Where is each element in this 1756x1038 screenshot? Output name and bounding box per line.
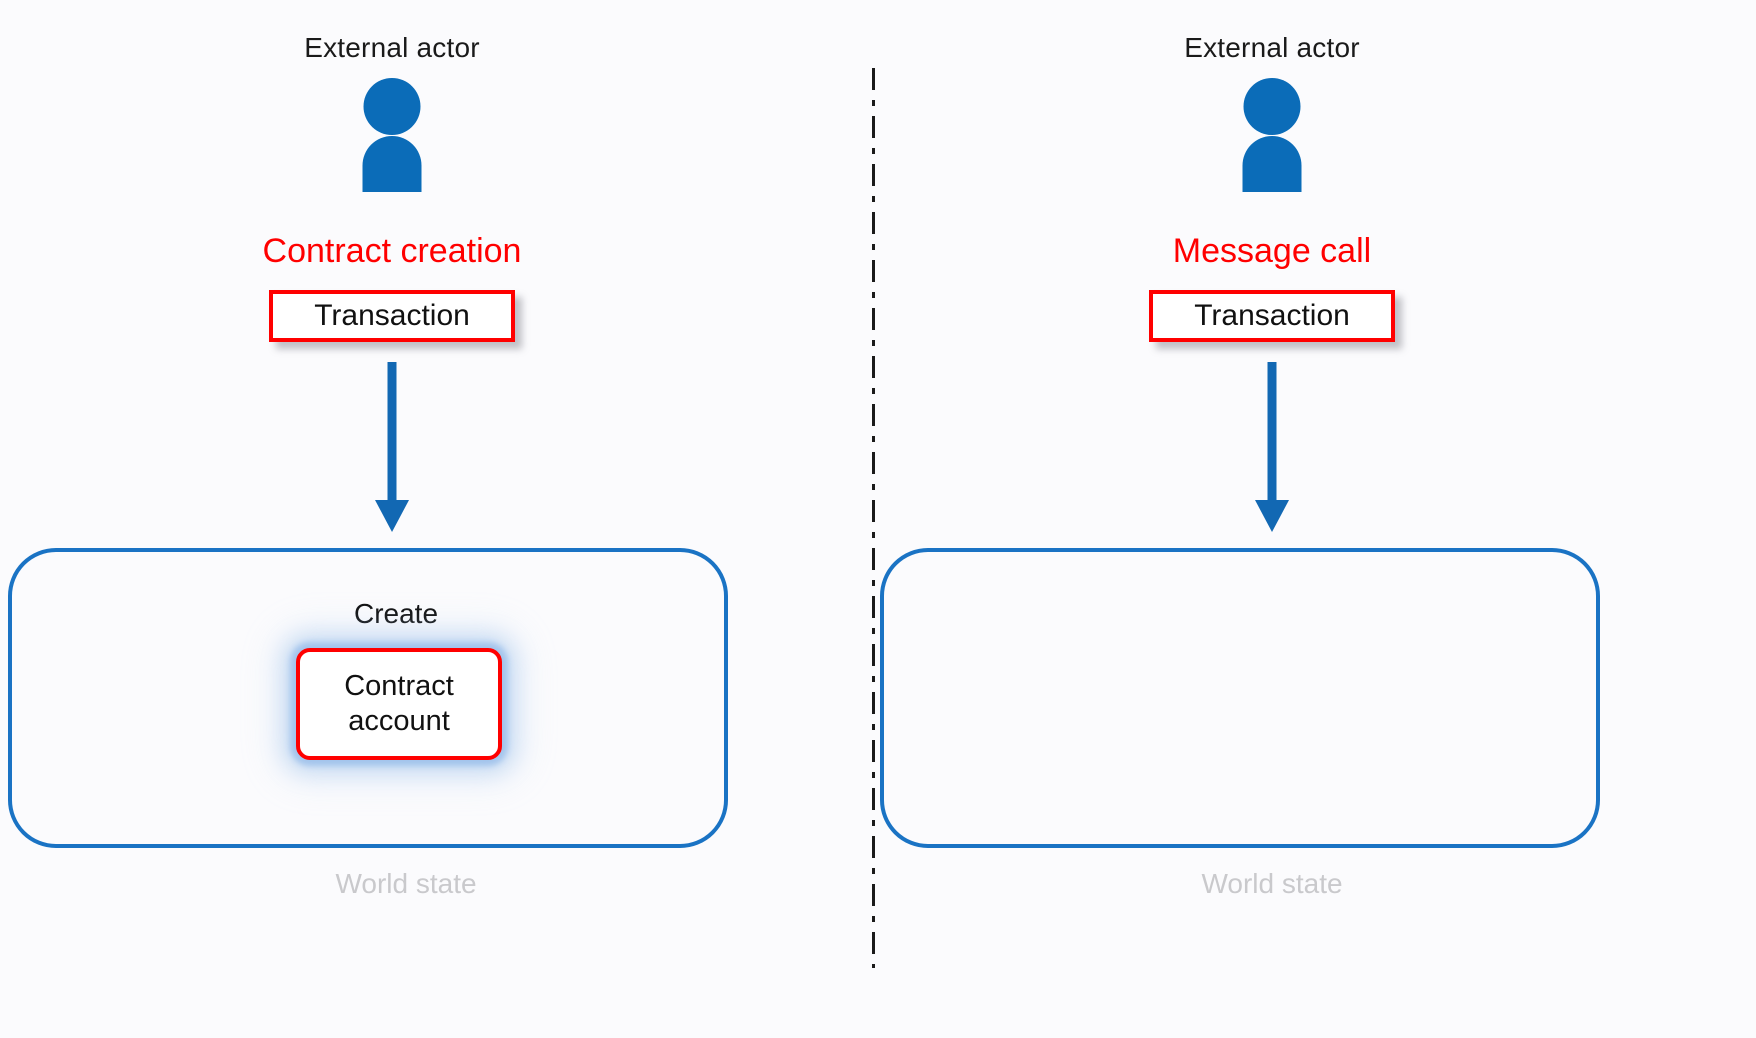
arrow-shaft [387,362,397,502]
world-state-contents: EOA Message EOA or CA [884,552,1596,844]
transaction-to-world-arrow-icon [1255,362,1289,532]
contract-account-line-2: account [348,705,450,737]
arrow-head [375,500,409,532]
message-call-title: Message call [1172,232,1372,270]
panel-divider [872,68,875,968]
transaction-box: Transaction [1149,290,1395,342]
contract-creation-panel: External actor Contract creation Transac… [0,0,784,1038]
transaction-to-world-arrow-icon [375,362,409,532]
external-actor-icon [356,78,428,192]
message-call-panel: External actor Message call Transaction … [880,0,1664,1038]
actor-head-icon [363,78,421,135]
world-state-label: World state [1201,868,1343,899]
contract-creation-title: Contract creation [262,232,522,270]
actor-body-icon [362,136,422,192]
world-state-label: World state [335,868,477,899]
create-label: Create [353,598,439,629]
world-state-container: EOA Message EOA or CA [880,548,1600,848]
external-actor-label: External actor [304,32,480,63]
contract-account-line-1: Contract [344,669,454,702]
external-actor-label: External actor [1184,32,1360,63]
contract-account-node: Contract account [296,648,502,760]
external-actor-icon [1236,78,1308,192]
actor-body-icon [1242,136,1302,192]
world-state-container [8,548,728,848]
transaction-box: Transaction [269,290,515,342]
arrow-shaft [1267,362,1277,502]
arrow-head [1255,500,1289,532]
actor-head-icon [1243,78,1301,135]
